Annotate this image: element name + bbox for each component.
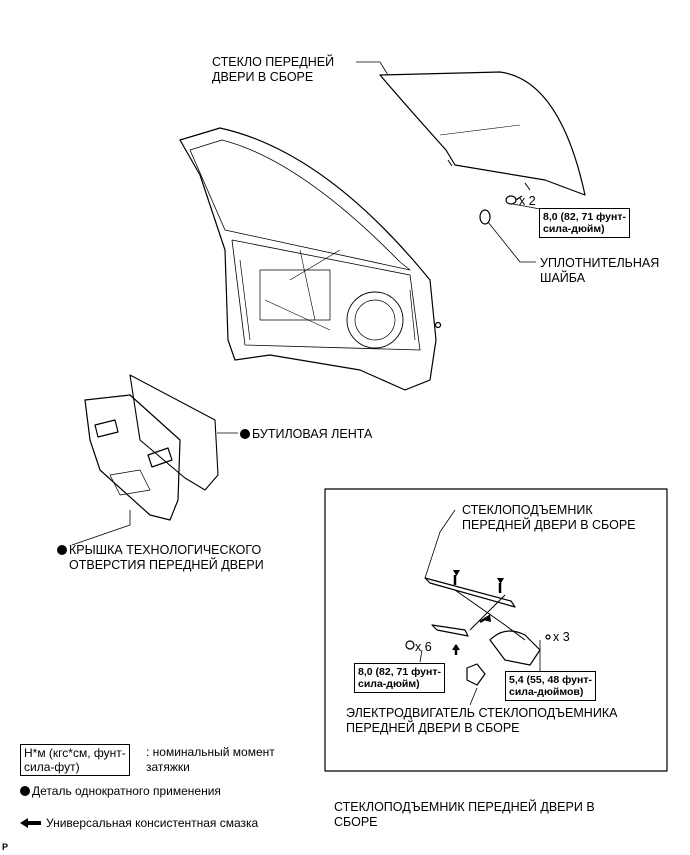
door-glass-drawing: [379, 71, 586, 196]
non-reusable-dot-icon: [20, 786, 30, 796]
corner-code: P: [2, 842, 9, 852]
grease-arrow-icon: [20, 818, 41, 828]
regulator-detail-frame: [324, 488, 668, 772]
legend-grease: Универсальная консистентная смазка: [20, 816, 258, 831]
reg-torque-box: 8,0 (82, 71 фунт-сила-дюйм): [354, 663, 445, 693]
butyl-tape-label: БУТИЛОВАЯ ЛЕНТА: [240, 427, 372, 442]
reg-bolt-qty: x 6: [415, 640, 432, 654]
non-reusable-dot-icon: [240, 429, 250, 439]
regulator-drawing: [424, 575, 541, 686]
glass-torque-box: 8,0 (82, 71 фунт-сила-дюйм): [539, 208, 630, 238]
legend-torque-unit-box: Н*м (кгс*см, фунт-сила-фут): [20, 744, 130, 776]
door-body-drawing: [179, 127, 442, 391]
legend-non-reusable: Деталь однократного применения: [20, 784, 221, 799]
motor-bolt-qty: x 3: [553, 630, 570, 644]
service-cover-drawing: [84, 374, 219, 521]
glass-bolt-qty: x 2: [519, 194, 536, 208]
service-hole-cover-label: КРЫШКА ТЕХНОЛОГИЧЕСКОГО ОТВЕРСТИЯ ПЕРЕДН…: [57, 543, 264, 573]
non-reusable-dot-icon: [57, 545, 67, 555]
motor-torque-box: 5,4 (55, 48 фунт-сила-дюймов): [505, 671, 596, 701]
